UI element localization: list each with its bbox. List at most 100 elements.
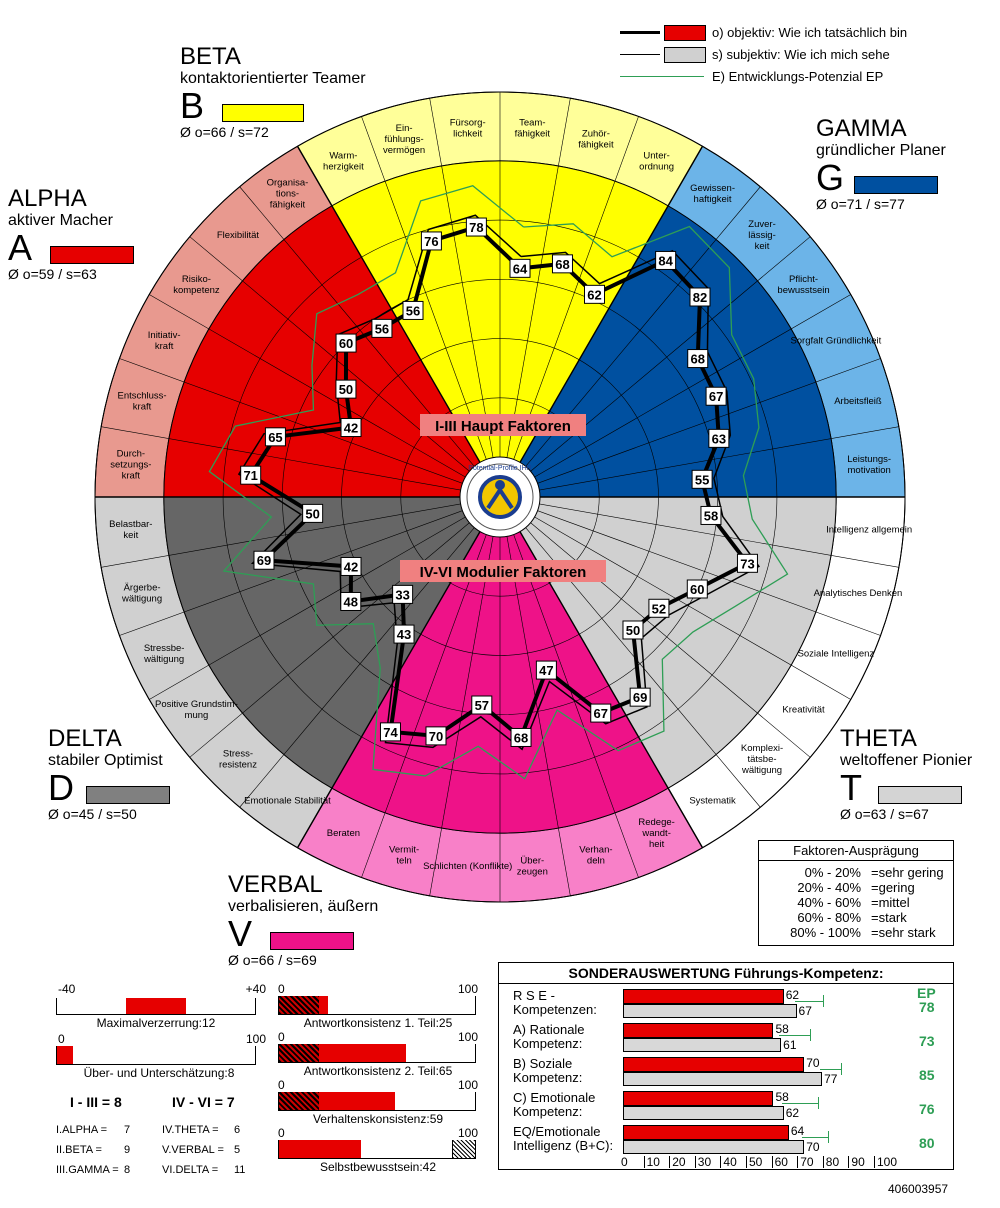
sonder-value-objective: 70 xyxy=(806,1056,820,1070)
data-point-label: 70 xyxy=(429,729,443,744)
group-theta: THETA weltoffener Pionier T Ø o=63 / s=6… xyxy=(840,726,996,823)
data-point-label: 67 xyxy=(709,389,723,404)
group-average: Ø o=63 / s=67 xyxy=(840,806,929,822)
spoke xyxy=(506,536,571,896)
maxverz-bar xyxy=(56,998,256,1015)
sonder-ep-marker xyxy=(781,1103,818,1104)
category-label: Redege-wandt-heit xyxy=(638,817,674,850)
data-point-box xyxy=(687,349,709,369)
group-color-bar xyxy=(222,104,304,122)
spoke xyxy=(101,426,461,491)
data-point-label: 74 xyxy=(383,725,398,740)
sonder-bar-objective xyxy=(623,989,784,1004)
maxverz-label: Maximalverzerrung:12 xyxy=(96,1016,216,1030)
factor-range: 20% - 40% xyxy=(797,880,861,895)
group-average: Ø o=71 / s=77 xyxy=(816,196,905,212)
data-point-label: 58 xyxy=(704,508,718,523)
spoke xyxy=(519,531,704,849)
data-point-box xyxy=(240,465,262,485)
legend-objective: o) objektiv: Wie ich tatsächlich bin xyxy=(620,22,980,44)
sonder-axis-sep xyxy=(720,1156,722,1168)
spoke xyxy=(539,503,899,568)
metric-bar xyxy=(278,996,476,1015)
sonder-ep-tick xyxy=(840,1063,842,1075)
sonder-bar-subjective xyxy=(623,1140,805,1154)
detail-cell: IV.THETA = xyxy=(162,1124,219,1136)
detail-cell: 9 xyxy=(124,1144,131,1156)
group-subtitle: aktiver Macher xyxy=(8,212,113,229)
sector-inner-gamma xyxy=(520,205,837,497)
left-metrics: -40 +40 Maximalverzerrung:12 0 100 Über-… xyxy=(56,982,266,1182)
metric-hatch xyxy=(279,996,319,1014)
sonder-bar-objective xyxy=(623,1091,774,1106)
sonder-ep-marker xyxy=(802,1137,828,1138)
sonder-value-subjective: 62 xyxy=(785,1106,800,1120)
category-label: Belastbar-keit xyxy=(109,519,152,541)
group-subtitle: verbalisieren, äußern xyxy=(228,898,379,915)
data-point-label: 33 xyxy=(395,587,409,602)
spoke xyxy=(506,98,571,458)
sonder-value-subjective: 61 xyxy=(783,1038,797,1052)
category-label: Arbeitsfleiß xyxy=(834,396,882,407)
category-label: Zuver-lässig-keit xyxy=(748,219,775,252)
factor-table-title: Faktoren-Ausprägung xyxy=(759,841,953,861)
svg-text:I-III Haupt Faktoren: I-III Haupt Faktoren xyxy=(435,418,571,435)
legend-subjective-swatch xyxy=(664,47,706,63)
metric-max: 100 xyxy=(457,982,478,996)
sonder-panel: SONDERAUSWERTUNG Führungs-Kompetenz: EP … xyxy=(498,962,954,1170)
metric-bar xyxy=(278,1140,476,1159)
sonder-ep-tick xyxy=(817,1097,819,1109)
detail-cell: III.GAMMA = xyxy=(56,1164,119,1176)
sonder-axis-sep xyxy=(746,1156,747,1168)
data-point-box xyxy=(686,579,708,599)
data-point-box xyxy=(393,624,415,644)
sonder-row-label: R S E - Kompetenzen: xyxy=(513,988,597,1017)
category-label: Kreativität xyxy=(782,705,825,716)
data-point-label: 63 xyxy=(712,431,726,446)
category-label: Soziale Intelligenz xyxy=(798,649,875,660)
group-delta: DELTA stabiler Optimist D Ø o=45 / s=50 xyxy=(48,726,248,822)
data-point-box xyxy=(392,584,414,604)
sonder-axis-sep xyxy=(669,1156,671,1168)
sonder-ep-value: 80 xyxy=(919,1135,935,1151)
group-average: Ø o=59 / s=63 xyxy=(8,266,97,282)
wheel-hub: Potential-Profile IHR xyxy=(459,456,541,538)
category-label: Gewissen-haftigkeit xyxy=(690,183,735,205)
sonder-title: SONDERAUSWERTUNG Führungs-Kompetenz: xyxy=(499,963,953,984)
sonder-axis-tick: 0 xyxy=(621,1155,628,1169)
data-point-label: 68 xyxy=(690,352,704,367)
category-label: Schlichten (Konflikte) xyxy=(423,861,512,872)
chart-legend: o) objektiv: Wie ich tatsächlich bin s) … xyxy=(620,22,980,88)
group-color-bar xyxy=(86,786,170,804)
data-point-box xyxy=(691,469,713,489)
data-point-label: 60 xyxy=(690,582,704,597)
data-point-box xyxy=(708,428,730,448)
data-point-box xyxy=(535,660,557,680)
metric-max: 100 xyxy=(457,1126,478,1140)
sonder-axis-sep xyxy=(822,1156,824,1168)
sonder-axis-tick: 90 xyxy=(851,1155,865,1169)
category-label: Organisa-tions-fähigkeit xyxy=(267,177,309,210)
hub-logo-text: Potential-Profile IHR xyxy=(468,465,531,472)
metric-hatch xyxy=(452,1140,475,1158)
factor-range: 80% - 100% xyxy=(790,925,861,940)
sonder-row-label: B) Soziale Kompetenz: xyxy=(513,1056,583,1085)
data-point-box xyxy=(425,726,447,746)
data-point-box xyxy=(335,333,357,353)
group-average: Ø o=66 / s=69 xyxy=(228,952,317,968)
category-label: Analytisches Denken xyxy=(814,588,903,599)
data-point-box xyxy=(379,722,401,742)
group-letter: V xyxy=(228,913,253,954)
category-label: Positive Grundstim-mung xyxy=(155,699,238,721)
data-point-box xyxy=(302,503,324,523)
spoke xyxy=(149,516,466,700)
category-label: Durch-setzungs-kraft xyxy=(110,449,151,482)
